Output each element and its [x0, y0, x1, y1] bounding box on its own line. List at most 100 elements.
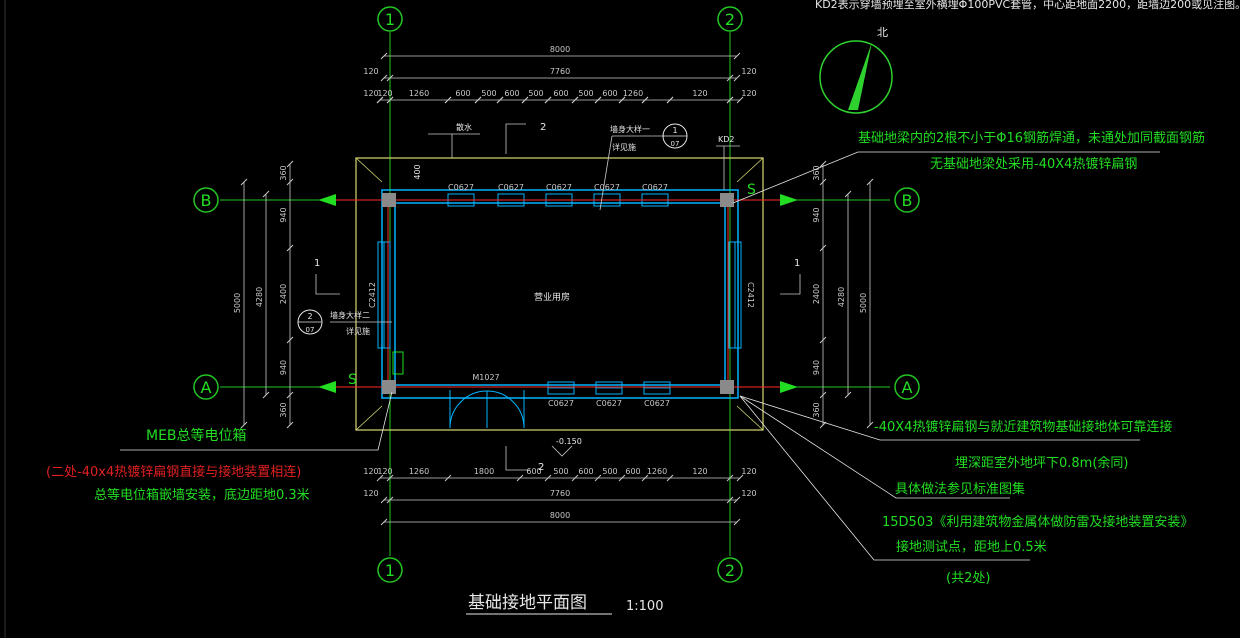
dim-bottom-seg-text: 1260: [409, 467, 429, 476]
dim-bottom-seg-text: 600: [578, 467, 593, 476]
wall-inner: [394, 202, 726, 386]
dim-bottom-edge-right: 120: [741, 489, 756, 498]
column-br: [720, 380, 734, 394]
kd2-label: KD2: [718, 135, 735, 144]
axis-bubble-col2-bottom: [717, 557, 743, 583]
annot-right-bot-5: 接地测试点，距地上0.5米: [896, 539, 1047, 555]
dim-bottom-seg-tick: [594, 474, 602, 482]
dim-top-edge-left-2: 120: [363, 89, 378, 98]
window-right-label: C2412: [746, 282, 755, 308]
drain-label: 详见施: [612, 142, 636, 152]
section-left-leader: [315, 274, 340, 295]
dim-bottom-seg-tick: [544, 474, 552, 482]
axis-bubble-col2-top: [717, 6, 743, 32]
annot-right-bot-2: 埋深距室外地坪下0.8m(余同): [955, 455, 1128, 471]
dim-top-seg-tick: [618, 96, 626, 104]
door-label: M1027: [472, 373, 499, 382]
axis-bubble-rowB-right: [894, 187, 920, 213]
dim-bottom-seg-tick: [516, 474, 524, 482]
annot-right-top-2: 无基础地梁处采用-40X4热镀锌扁钢: [930, 156, 1137, 172]
dim-top-overall: 8000: [550, 45, 570, 54]
dim-bottom-edge-left-2: 120: [363, 467, 378, 476]
dim-top-seg-text: 600: [504, 89, 519, 98]
offset-400-label: 400: [413, 164, 422, 179]
dim-top-edge-right-2: 120: [741, 89, 756, 98]
dim-bottom-seg-tick: [666, 474, 674, 482]
axis-label-col2-bottom: 2: [725, 561, 735, 580]
dim-top-seg-text: 500: [481, 89, 496, 98]
dim-top-seg-tick: [376, 96, 384, 104]
dim-right-overall: 5000: [859, 293, 868, 313]
axis-label-col1-top: 1: [385, 10, 395, 29]
dim-left-seg-tick: [286, 336, 294, 344]
dim-bottom-seg-text: 1800: [474, 467, 494, 476]
dim-bottom-edge-left: 120: [363, 489, 378, 498]
dim-bottom-seg-tick: [444, 474, 452, 482]
axis-label-rowB-left: B: [201, 191, 212, 210]
drain-label-2: 详见施: [346, 326, 370, 336]
dim-top-seg-tick: [594, 96, 602, 104]
dim-right-seg-tick: [819, 244, 827, 252]
slope-label: 散水: [456, 122, 472, 132]
dim-top-seg-tick: [496, 96, 504, 104]
dimension-texts: 8000 7760 120 120 120 120 8000 7760 120 …: [363, 45, 756, 520]
dim-top-overall-tick: [380, 52, 388, 60]
axis-label-col1-bottom: 1: [385, 561, 395, 580]
columns: [382, 193, 734, 394]
axis-bubble-rowA-right: [894, 374, 920, 400]
grounding-mark-top: S: [747, 182, 756, 198]
elevation-label: -0.150: [556, 437, 582, 446]
dim-left-seg-tick: [286, 391, 294, 399]
dim-left-seg-tick: [286, 421, 294, 429]
dim-right-seg-text: 940: [812, 360, 821, 375]
wall-outer: [381, 189, 739, 399]
ground-conductor: [330, 199, 780, 388]
arrow-right-top: [780, 194, 798, 206]
walls: [381, 189, 739, 399]
dim-left-overall: 5000: [233, 293, 242, 313]
north-label: 北: [877, 26, 888, 39]
window-left-label: C2412: [368, 282, 377, 308]
drawing-title: 基础接地平面图: [468, 593, 587, 613]
dim-bottom-seg-tick: [726, 474, 734, 482]
section-right-leader: [780, 274, 801, 295]
annot-right-top-1: 基础地梁内的2根不小于Φ16钢筋焊通，未通处加同截面钢筋: [858, 130, 1205, 146]
axis-label-rowA-right: A: [902, 378, 913, 397]
dim-right-inner-tick: [844, 190, 852, 198]
north-needle: [848, 42, 872, 110]
dim-bottom-overall-tick: [733, 518, 741, 526]
dim-bottom-inner: 7760: [550, 489, 570, 498]
dim-top-seg-text: 600: [602, 89, 617, 98]
dim-left-seg-tick: [286, 178, 294, 186]
dim-right-seg-text: 360: [812, 402, 821, 417]
dim-top-seg-tick: [544, 96, 552, 104]
window-top-label: C0627: [448, 183, 474, 192]
outline-corner-lines: [355, 157, 764, 431]
north-circle: [819, 40, 893, 114]
detail-bubble-1-num: 1: [672, 126, 677, 135]
axis-label-rowB-right: B: [902, 191, 913, 210]
dim-vertical-texts: 5000 4280 5000 4280: [233, 287, 868, 313]
dim-left-overall-tick: [240, 178, 248, 186]
dim-top-overall-tick: [733, 52, 741, 60]
leader-right-bottom-1: [739, 395, 1140, 441]
dim-top-seg-tick: [666, 96, 674, 104]
dim-top-seg-text: 120: [692, 89, 707, 98]
window-top-label: C0627: [546, 183, 572, 192]
dim-bottom-seg-tick: [618, 474, 626, 482]
axis-bubbles: 1 2 1 2 B A B A: [193, 6, 920, 583]
dim-top-edge-left: 120: [363, 67, 378, 76]
leader-right-bottom-2: [739, 395, 1010, 499]
arrow-right-bottom: [780, 381, 798, 393]
column-tr: [720, 193, 734, 207]
dim-left-inner-tick: [262, 391, 270, 399]
section-mark-top: 2: [540, 122, 546, 133]
wall-detail-label: 墙身大样一: [610, 124, 650, 134]
dim-left-seg-text: 360: [279, 165, 288, 180]
annot-right-bot-4: 15D503《利用建筑物金属体做防雷及接地装置安装》: [882, 514, 1193, 530]
dim-top-seg-tick: [474, 96, 482, 104]
